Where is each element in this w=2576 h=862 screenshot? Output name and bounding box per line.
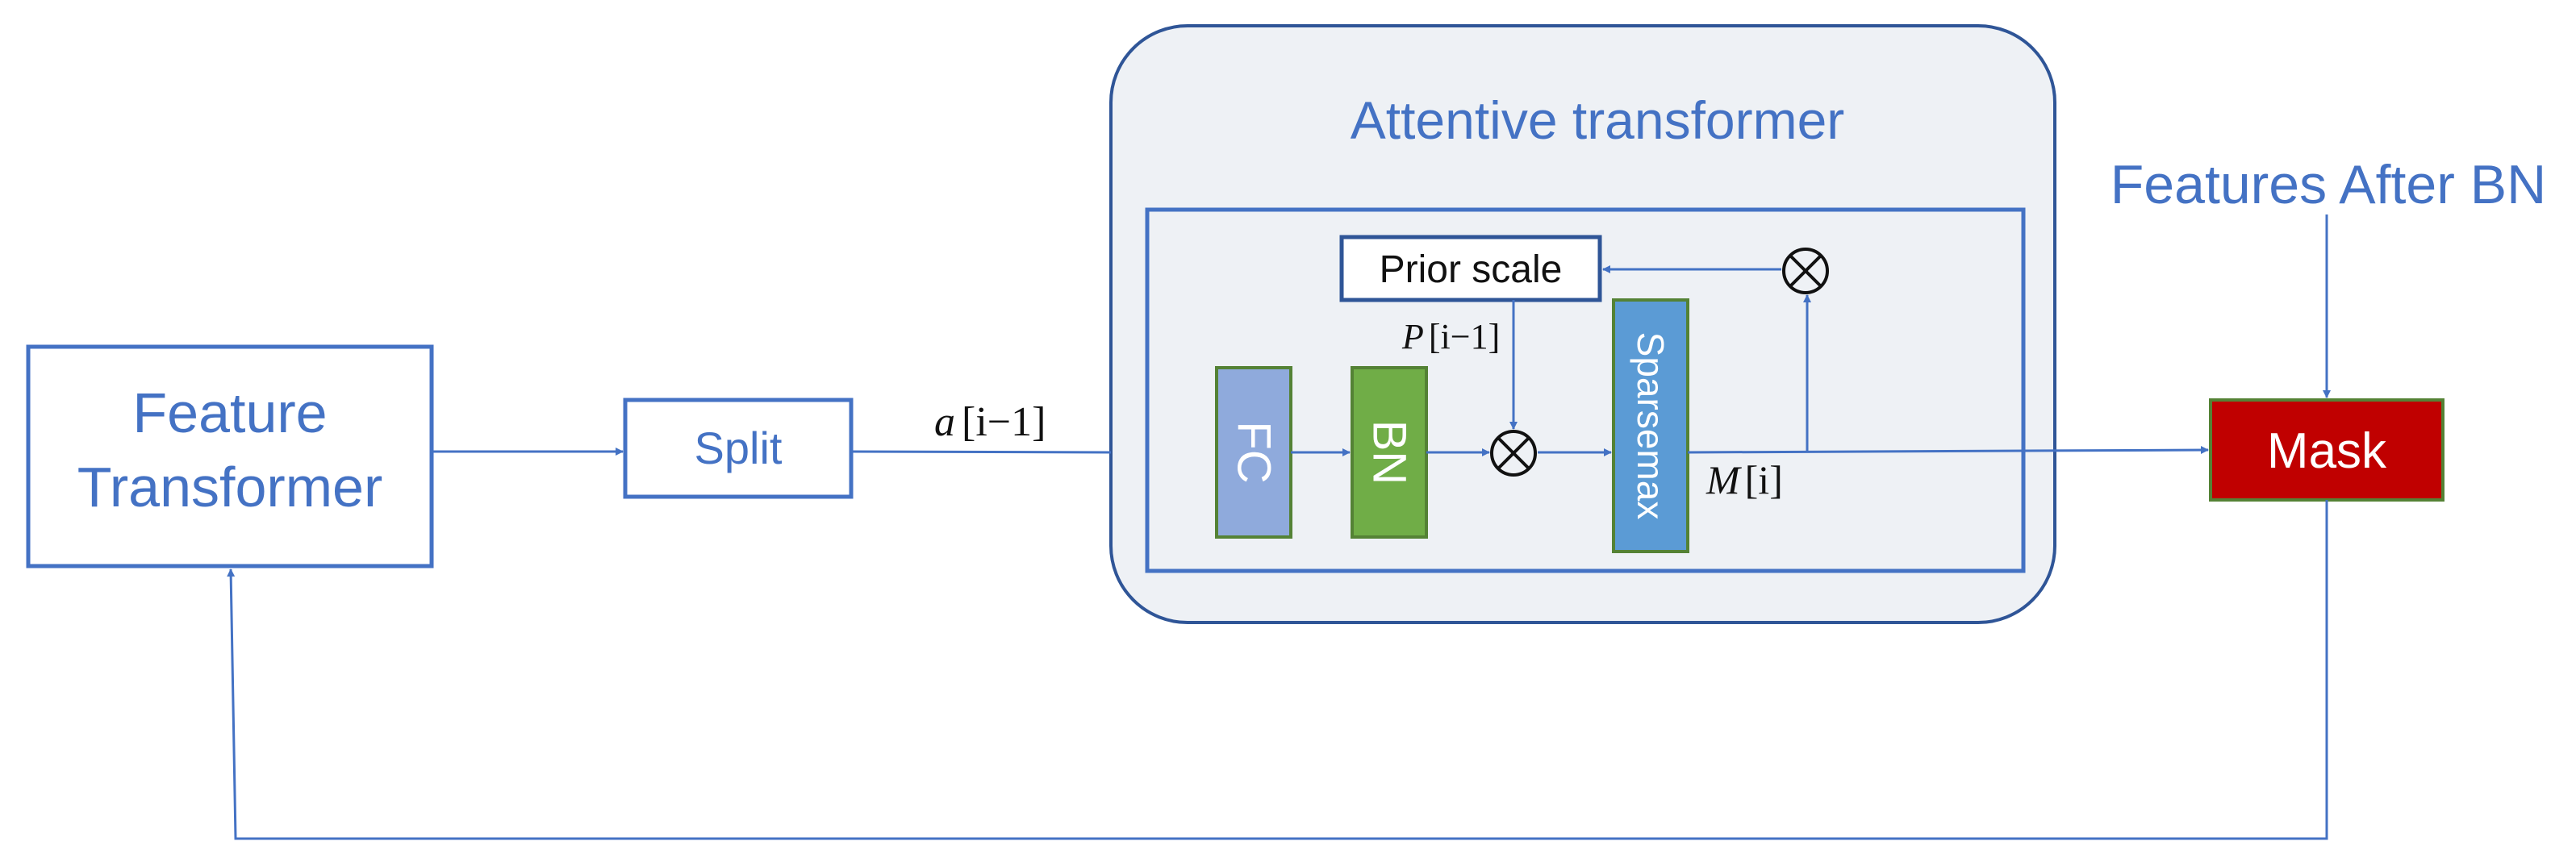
multiply-icon	[1490, 430, 1537, 477]
prior-scale-box	[1339, 235, 1602, 302]
multiply-icon	[1782, 248, 1829, 294]
bn-label: BN	[1363, 420, 1416, 485]
p-label: P[i−1]	[1401, 317, 1500, 356]
m-label: M[i]	[1706, 457, 1783, 502]
fc-box	[1215, 366, 1292, 539]
features-after-bn-label: Features After BN	[2110, 154, 2546, 215]
fc-label: FC	[1228, 421, 1280, 483]
sparsemax-label: Sparsemax	[1630, 332, 1672, 520]
arrow-feedback-loop	[227, 500, 2328, 840]
feature-transformer-label-line2: Transformer	[77, 456, 383, 518]
bn-box	[1351, 366, 1428, 539]
feature-transformer-box	[26, 344, 434, 568]
split-label: Split	[695, 423, 783, 473]
mask-box	[2209, 398, 2444, 502]
arrow-sparsemax-to-mask	[1687, 446, 2209, 455]
a-label: a[i−1]	[934, 399, 1046, 445]
split-box	[623, 398, 854, 499]
attentive-transformer-title: Attentive transformer	[1351, 90, 1845, 150]
feature-transformer-label-line1: Feature	[132, 381, 327, 444]
sparsemax-box	[1612, 298, 1689, 553]
mask-label: Mask	[2267, 423, 2387, 479]
prior-scale-label: Prior scale	[1380, 248, 1563, 291]
